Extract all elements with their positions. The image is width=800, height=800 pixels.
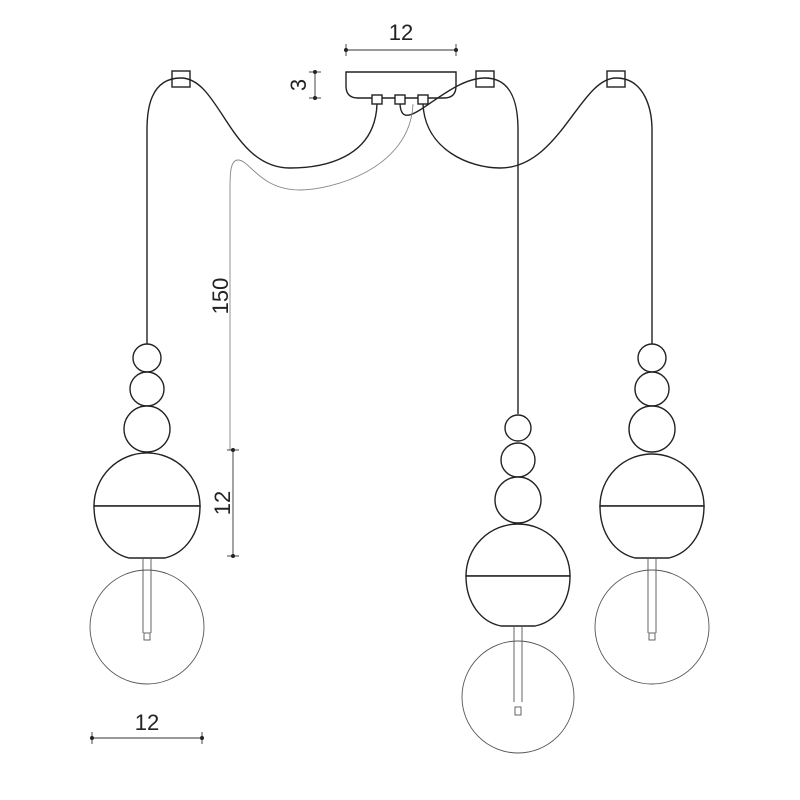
cable-left <box>146 77 378 344</box>
cable-right <box>422 77 653 344</box>
pendant-center <box>461 414 575 754</box>
dimension-canopy-height: 3 <box>286 70 321 100</box>
bulb-width-label: 12 <box>135 710 159 735</box>
canopy-width-label: 12 <box>389 20 413 45</box>
pendant-left <box>89 343 205 685</box>
dimension-canopy-width: 12 <box>344 20 458 56</box>
cable-center <box>399 77 519 414</box>
dimension-shade-height: 12 <box>210 448 239 558</box>
dimension-cable-length: 150 <box>208 278 233 315</box>
shade-height-label: 12 <box>210 491 235 515</box>
pendant-right <box>594 343 710 685</box>
canopy-height-label: 3 <box>286 79 311 91</box>
dimension-bulb-width: 12 <box>90 710 204 744</box>
cables <box>146 77 653 450</box>
ceiling-canopy <box>345 71 457 105</box>
cable-reference <box>229 103 414 450</box>
cable-length-label: 150 <box>208 278 233 315</box>
